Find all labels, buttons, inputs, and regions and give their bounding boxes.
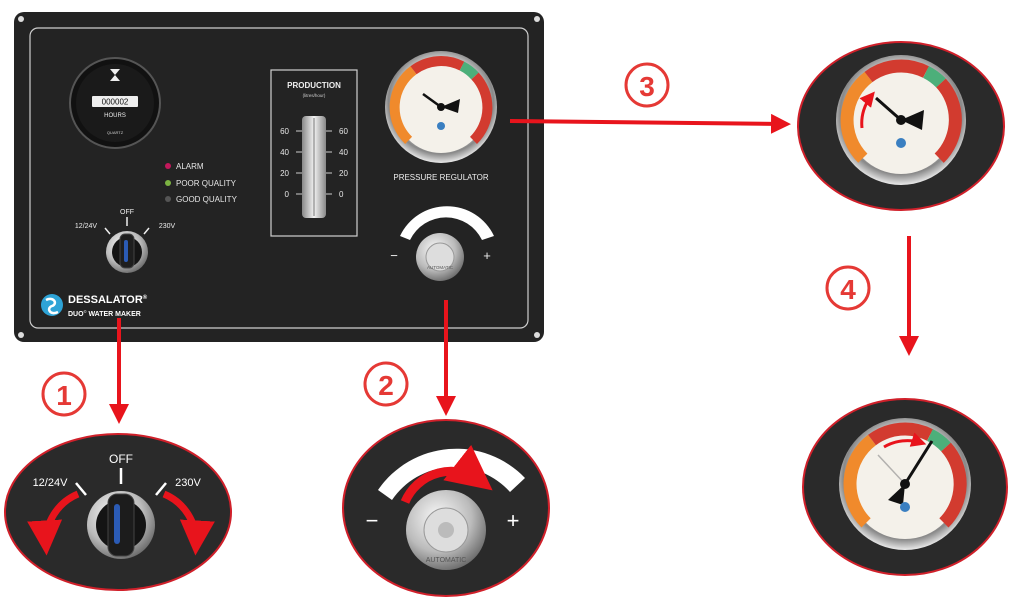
regulator-knob[interactable]: − + AUTOMATIC	[390, 206, 494, 281]
needle-advance-arrow-icon	[883, 432, 927, 449]
screw-icon	[534, 332, 540, 338]
switch-off-label: OFF	[120, 209, 134, 216]
zoom-1-off-label: OFF	[109, 452, 133, 466]
screw-icon	[18, 16, 24, 22]
screw-icon	[18, 332, 24, 338]
good-quality-led-icon	[165, 196, 171, 202]
poor-quality-led-icon	[165, 180, 171, 186]
regulator-minus: −	[390, 248, 398, 263]
zoom-1-lever	[107, 493, 135, 557]
production-tick-label-left: 20	[280, 169, 289, 178]
good-quality-label: GOOD QUALITY	[176, 195, 238, 204]
production-meter: PRODUCTION (litres/hour) 60 60 40 40 20 20 0 0	[270, 69, 358, 237]
production-tick-label-right: 60	[339, 127, 348, 136]
rotate-right-arrow-icon	[162, 490, 215, 556]
screw-icon	[534, 16, 540, 22]
production-scale: 60 60 40 40 20 20 0 0	[280, 127, 348, 199]
zoom-1-right-label: 230V	[175, 477, 201, 489]
step-number-2: 2	[378, 370, 394, 401]
rotate-clockwise-arrow-icon	[400, 444, 493, 504]
step-badge-3: 3	[624, 62, 670, 108]
zoom-2-knob-text: AUTOMATIC	[426, 557, 467, 564]
step-number-3: 3	[639, 71, 655, 102]
hourglass-icon	[110, 69, 120, 81]
hour-meter: 000002 HOURS QUARTZ	[69, 57, 161, 149]
hour-meter-brand: QUARTZ	[107, 130, 124, 135]
step-badge-2: 2	[363, 361, 409, 407]
panel-inner-border	[29, 27, 529, 329]
zoom-3-needle	[875, 96, 902, 122]
step-badges: 1 2 3 4	[41, 62, 871, 417]
alarm-led-icon	[165, 163, 171, 169]
zoom-2-plus: +	[507, 508, 520, 533]
hour-meter-counter	[92, 96, 138, 107]
hour-meter-unit: HOURS	[104, 113, 126, 119]
regulator-arc	[400, 206, 494, 240]
zoom-gauge-after	[802, 398, 1008, 576]
production-tick-label-right: 20	[339, 169, 348, 178]
gauge-red-zone-left	[410, 56, 465, 75]
gauge-orange-zone	[389, 66, 417, 144]
control-panel: 000002 HOURS QUARTZ ALARM POOR QUALITY G…	[14, 12, 544, 342]
logo-brand: DESSALATOR®	[68, 294, 148, 306]
arrow-to-step-3	[509, 113, 791, 134]
step-number-4: 4	[840, 274, 856, 305]
step-badge-4: 4	[825, 265, 871, 311]
hour-meter-digits: 000002	[102, 98, 129, 107]
production-tick-label-right: 40	[339, 148, 348, 157]
switch-right-label: 230V	[159, 223, 176, 230]
regulator-knob-cap	[425, 242, 455, 272]
alarm-label: ALARM	[176, 162, 204, 171]
regulator-plus: +	[483, 248, 491, 263]
production-tick-label-right: 0	[339, 190, 344, 199]
step-number-1: 1	[56, 380, 72, 411]
connector-arrows	[109, 113, 919, 424]
gauge-logo-icon	[437, 122, 445, 130]
production-tick-label-left: 60	[280, 127, 289, 136]
switch-highlight	[124, 240, 128, 262]
logo-product: DUO© WATER MAKER	[68, 309, 141, 318]
zoom-regulator-knob: − + AUTOMATIC	[342, 419, 550, 597]
production-tick-label-left: 40	[280, 148, 289, 157]
dessalator-logo: DESSALATOR® DUO© WATER MAKER	[41, 294, 148, 318]
rotate-left-arrow-icon	[27, 490, 80, 556]
pressure-gauge: PRESSURE REGULATOR	[385, 51, 497, 182]
production-unit: (litres/hour)	[303, 93, 326, 98]
zoom-power-switch: OFF 12/24V 230V	[4, 433, 232, 591]
poor-quality-label: POOR QUALITY	[176, 179, 237, 188]
production-tick-label-left: 0	[285, 190, 290, 199]
zoom-1-left-label: 12/24V	[33, 477, 69, 489]
indicator-lights: ALARM POOR QUALITY GOOD QUALITY	[165, 162, 238, 204]
switch-left-label: 12/24V	[75, 223, 98, 230]
gauge-green-zone	[459, 61, 479, 80]
power-switch[interactable]: OFF 12/24V 230V	[75, 209, 176, 273]
gauge-needle-tail	[441, 99, 460, 113]
zoom-4-needle	[903, 440, 934, 485]
pressure-gauge-label: PRESSURE REGULATOR	[393, 173, 489, 182]
needle-rise-arrow-icon	[859, 91, 875, 129]
zoom-gauge-before	[797, 41, 1005, 211]
gauge-red-zone-right	[469, 72, 493, 144]
step-badge-1: 1	[41, 371, 87, 417]
zoom-2-minus: −	[366, 508, 379, 533]
production-frame	[270, 69, 358, 237]
production-title: PRODUCTION	[287, 81, 341, 90]
regulator-knob-text: AUTOMATIC	[427, 265, 454, 270]
